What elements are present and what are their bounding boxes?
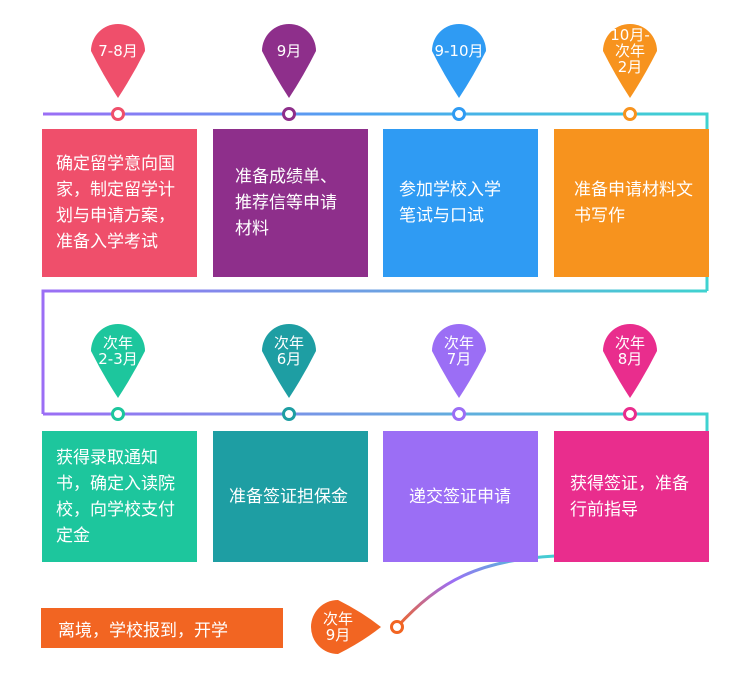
date-label-7-2: 7月 (447, 350, 472, 368)
date-pin-shape-6 (262, 324, 316, 398)
date-pin-shape-5 (91, 324, 145, 398)
date-label-5-1: 次年 (103, 334, 133, 352)
date-label-4-2: 次年 (615, 42, 645, 60)
timeline-dot-1 (111, 107, 125, 121)
step-text-1: 确定留学意向国家，制定留学计划与申请方案，准备入学考试 (56, 154, 175, 252)
timeline-curve (395, 554, 556, 629)
date-label-final-1: 次年 (323, 610, 353, 628)
step-card-2: 准备成绩单、推荐信等申请材料 (213, 129, 368, 277)
date-pin-shape-3 (432, 24, 486, 98)
timeline-dot-4 (623, 107, 637, 121)
step-text-3: 参加学校入学笔试与口试 (399, 180, 501, 226)
date-pin-shape-1 (91, 24, 145, 98)
date-label-5-2: 2-3月 (98, 350, 138, 368)
timeline-dot-2 (282, 107, 296, 121)
step-card-6: 准备签证担保金 (213, 431, 368, 562)
date-pin-1: 7-8月 (91, 24, 145, 121)
date-label-3-1: 9-10月 (434, 42, 483, 60)
date-pin-3: 9-10月 (432, 24, 486, 121)
date-label-6-1: 次年 (274, 334, 304, 352)
date-label-8-2: 8月 (618, 350, 643, 368)
date-pin-shape-7 (432, 324, 486, 398)
final-step-text: 离境，学校报到，开学 (58, 620, 228, 641)
step-text-5: 获得录取通知书，确定入读院校，向学校支付定金 (56, 447, 175, 546)
step-card-3: 参加学校入学笔试与口试 (383, 129, 538, 277)
date-pin-shape-2 (262, 24, 316, 98)
timeline-dot-7 (452, 407, 466, 421)
step-card-8: 获得签证，准备行前指导 (554, 431, 709, 562)
step-text-2: 准备成绩单、推荐信等申请材料 (235, 167, 337, 239)
timeline-dot-final (390, 620, 404, 634)
date-pin-shape-final (311, 600, 381, 654)
date-pin-shape-4 (603, 24, 657, 98)
date-label-8-1: 次年 (615, 334, 645, 352)
step-text-8: 获得签证，准备行前指导 (570, 473, 689, 520)
timeline-dot-6 (282, 407, 296, 421)
step-text-4: 准备申请材料文书写作 (574, 180, 693, 226)
date-label-4-3: 2月 (618, 58, 643, 76)
date-label-1-1: 7-8月 (98, 42, 138, 60)
date-label-2-1: 9月 (277, 42, 302, 60)
date-pin-shape-8 (603, 324, 657, 398)
step-text-7: 递交签证申请 (409, 486, 511, 507)
date-label-7-1: 次年 (444, 334, 474, 352)
date-pin-2: 9月 (262, 24, 316, 121)
date-label-final-2: 9月 (326, 626, 351, 644)
final-step-banner: 离境，学校报到，开学 (41, 608, 283, 648)
step-card-1: 确定留学意向国家，制定留学计划与申请方案，准备入学考试 (42, 129, 197, 277)
step-card-7: 递交签证申请 (383, 431, 538, 562)
step-card-5: 获得录取通知书，确定入读院校，向学校支付定金 (42, 431, 197, 562)
step-card-4: 准备申请材料文书写作 (554, 129, 709, 277)
timeline-dot-5 (111, 407, 125, 421)
step-text-6: 准备签证担保金 (229, 486, 348, 507)
date-label-6-2: 6月 (277, 350, 302, 368)
timeline-line-middle (41, 289, 707, 414)
timeline-dot-3 (452, 107, 466, 121)
timeline-dot-8 (623, 407, 637, 421)
date-label-4-1: 10月- (610, 26, 650, 44)
date-pin-5: 次年2-3月 (91, 324, 145, 421)
